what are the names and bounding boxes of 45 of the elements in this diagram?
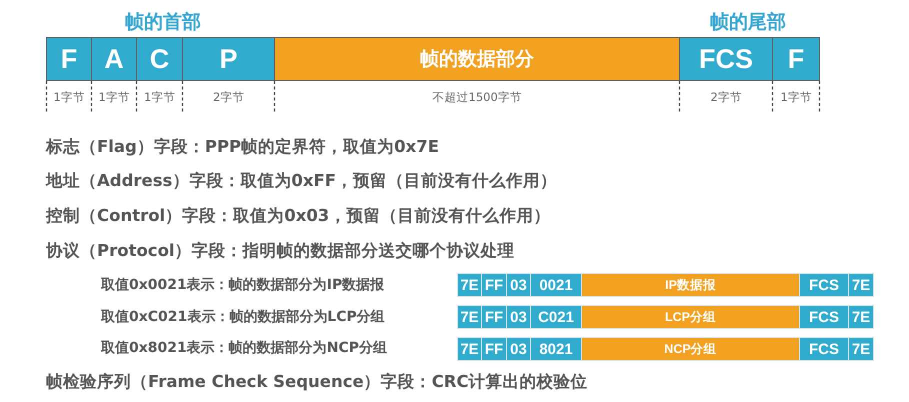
field-box: 7E — [848, 337, 874, 361]
description-text: 标志（Flag）字段：PPP帧的定界符，取值为0x7E — [46, 138, 440, 156]
field-box: 7E — [848, 305, 874, 329]
field-box: 7E — [848, 273, 874, 297]
field-box: FF — [481, 273, 507, 297]
description-text: 帧检验序列（Frame Check Sequence）字段：CRC计算出的校验位 — [46, 373, 588, 392]
byte-count-label: 1字节 — [98, 90, 130, 104]
field-box: FCS — [799, 337, 849, 361]
section-heading: 帧的首部 — [125, 12, 201, 32]
field-box: LCP分组 — [581, 305, 800, 329]
field-box: 03 — [506, 273, 531, 297]
field-box: 7E — [457, 305, 482, 329]
field-box: 03 — [506, 305, 531, 329]
byte-count-label: 2字节 — [213, 90, 244, 104]
field-box: FF — [481, 337, 507, 361]
section-heading: 帧的尾部 — [710, 12, 786, 32]
field-box: NCP分组 — [581, 337, 800, 361]
byte-count-label: 2字节 — [710, 90, 742, 104]
description-text: 地址（Address）字段：取值为0xFF，预留（目前没有什么作用） — [46, 172, 558, 190]
byte-count-label: 不超过1500字节 — [432, 90, 522, 104]
description-text: 协议（Protocol）字段：指明帧的数据部分送交哪个协议处理 — [46, 242, 515, 260]
byte-count-label: 1字节 — [780, 90, 812, 104]
field-box: FF — [481, 305, 507, 329]
byte-count-label: 1字节 — [144, 90, 176, 104]
field-box: FCS — [679, 37, 773, 81]
field-box: P — [182, 37, 275, 81]
field-box: 03 — [506, 337, 531, 361]
field-box: C021 — [530, 305, 582, 329]
field-box: F — [46, 37, 92, 81]
field-box: 0021 — [530, 273, 582, 297]
field-box: IP数据报 — [581, 273, 800, 297]
field-box: A — [91, 37, 137, 81]
protocol-value-text: 取值0x8021表示：帧的数据部分为NCP分组 — [101, 340, 387, 356]
protocol-value-text: 取值0x0021表示：帧的数据部分为IP数据报 — [101, 278, 384, 293]
field-box: F — [772, 37, 820, 81]
byte-count-label: 1字节 — [54, 90, 85, 104]
description-text: 控制（Control）字段：取值为0x03，预留（目前没有什么作用） — [46, 207, 550, 226]
field-box: FCS — [799, 273, 849, 297]
field-box: 7E — [457, 273, 482, 297]
field-box: 帧的数据部分 — [274, 37, 680, 81]
field-box: 8021 — [530, 337, 582, 361]
protocol-value-text: 取值0xC021表示：帧的数据部分为LCP分组 — [101, 310, 385, 325]
field-box: C — [136, 37, 183, 81]
field-box: 7E — [457, 337, 482, 361]
field-box: FCS — [799, 305, 849, 329]
